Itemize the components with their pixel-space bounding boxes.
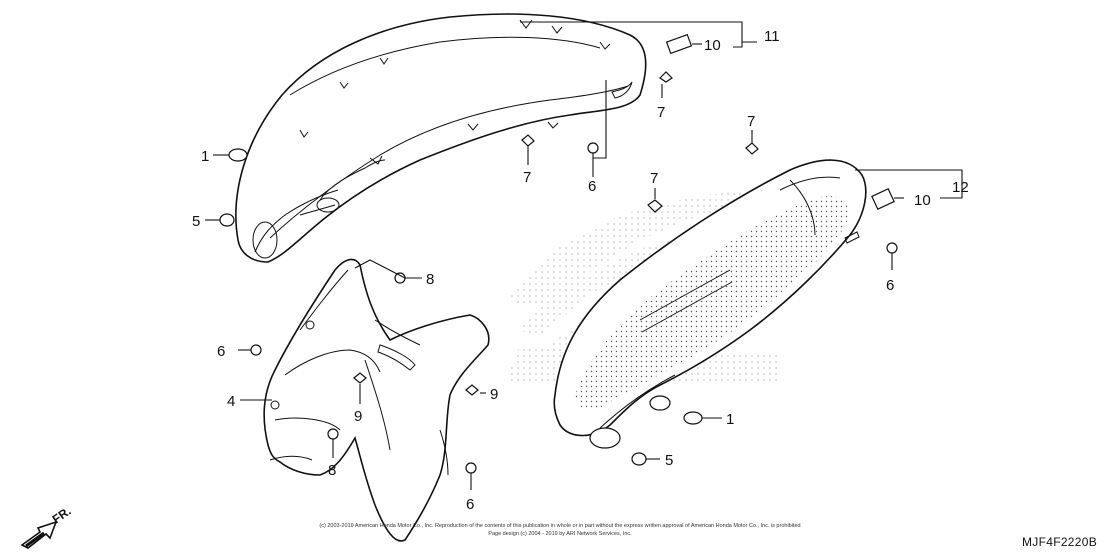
bolt-8a xyxy=(394,272,406,284)
callout-9b: 9 xyxy=(490,386,498,403)
copyright-line-1: (c) 2003-2019 American Honda Motor Co., … xyxy=(319,523,800,529)
callout-4: 4 xyxy=(227,393,235,410)
side-cover xyxy=(553,159,867,449)
callout-10b: 10 xyxy=(914,192,931,209)
label-10b xyxy=(871,188,895,210)
copyright-line-2: Page design (c) 2004 - 2019 by ARI Netwo… xyxy=(488,531,632,537)
grommet-1a xyxy=(228,148,248,162)
callout-6a: 6 xyxy=(588,178,596,195)
bolt-8b xyxy=(327,428,339,440)
callout-12: 12 xyxy=(952,179,969,196)
callout-8b: 8 xyxy=(328,462,336,479)
screw-6d xyxy=(465,462,477,474)
callout-11: 11 xyxy=(764,28,780,45)
clip-9b xyxy=(465,384,479,396)
callout-labels: 1 5 10 11 7 7 6 7 7 10 12 6 8 6 4 9 9 8 … xyxy=(192,28,969,513)
label-10a xyxy=(665,33,693,55)
clip-7a xyxy=(659,71,673,83)
callout-1b: 1 xyxy=(726,411,734,428)
clip-7d xyxy=(745,142,759,155)
grommet-1b xyxy=(683,411,703,425)
callout-8a: 8 xyxy=(426,271,434,288)
callout-1a: 1 xyxy=(201,148,209,165)
diagram-code: MJF4F2220B xyxy=(1022,535,1097,549)
leader-lines xyxy=(205,21,963,490)
clip-7b xyxy=(521,134,535,147)
callout-7c: 7 xyxy=(650,170,658,187)
inner-cover xyxy=(263,258,490,542)
callout-9a: 9 xyxy=(354,408,362,425)
front-top-cover xyxy=(235,13,647,263)
callout-10a: 10 xyxy=(704,37,721,54)
screw-6c xyxy=(250,344,262,356)
callout-6b: 6 xyxy=(886,277,894,294)
clip-7c xyxy=(647,199,663,213)
screw-6b xyxy=(886,242,898,254)
callout-7d: 7 xyxy=(747,113,755,130)
callout-5a: 5 xyxy=(192,213,200,230)
callout-6d: 6 xyxy=(466,496,474,513)
callout-7a: 7 xyxy=(657,104,665,121)
hardware xyxy=(219,33,898,474)
screw-6a xyxy=(587,142,599,154)
nut-5b xyxy=(631,452,647,466)
front-arrow-icon xyxy=(20,520,58,549)
nut-5a xyxy=(219,213,235,227)
clip-9a xyxy=(353,372,367,384)
callout-7b: 7 xyxy=(523,169,531,186)
callout-5b: 5 xyxy=(665,452,673,469)
callout-6c: 6 xyxy=(217,343,225,360)
